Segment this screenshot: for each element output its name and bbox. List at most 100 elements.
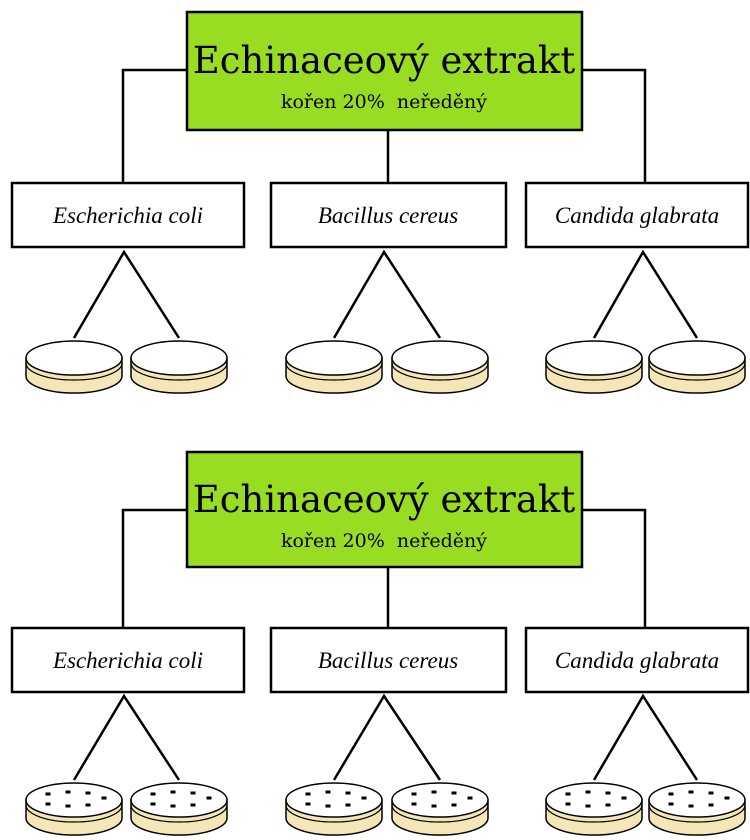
dish-well xyxy=(605,803,611,807)
dish-well xyxy=(190,791,196,795)
dish-rim xyxy=(391,362,489,381)
dish-well xyxy=(85,791,91,795)
diagram-top: Echinaceový extrakt kořen 20% neředěný E… xyxy=(10,10,750,394)
dish-rim xyxy=(285,362,383,381)
dish-group-bottom xyxy=(25,782,746,836)
dish-rim xyxy=(545,362,643,381)
dish-well xyxy=(361,796,367,800)
dish-well xyxy=(411,792,417,796)
dish-well xyxy=(688,790,694,794)
organism-label-bcereus: Bacillus cereus xyxy=(318,648,458,673)
petri-dish-with-wells xyxy=(130,782,228,836)
dish-lid xyxy=(648,340,746,376)
root-title: Echinaceový extrakt xyxy=(193,39,576,82)
dish-well xyxy=(451,803,457,807)
branch-bcereus xyxy=(332,693,442,781)
dish-well xyxy=(451,791,457,795)
root-box xyxy=(185,10,584,132)
petri-dish xyxy=(545,340,643,394)
dish-group-top xyxy=(25,340,746,394)
root-title: Echinaceový extrakt xyxy=(193,478,576,521)
dish-lid xyxy=(25,340,123,376)
dish-well xyxy=(150,792,156,796)
dish-lid xyxy=(130,340,228,376)
dish-lid xyxy=(130,782,228,818)
dish-lid xyxy=(391,782,489,818)
root-box xyxy=(185,450,584,569)
dish-well xyxy=(325,804,331,808)
dish-well xyxy=(621,796,627,800)
dish-well xyxy=(45,802,51,806)
dish-well xyxy=(688,804,694,808)
organism-label-cglabrata: Candida glabrata xyxy=(555,648,719,673)
petri-dish xyxy=(285,340,383,394)
organism-box-bcereus xyxy=(269,626,508,694)
organism-box-cglabrata xyxy=(524,626,750,694)
branch-ecoli xyxy=(72,249,181,339)
branch-cglabrata xyxy=(592,249,699,339)
dish-lid xyxy=(545,782,643,818)
petri-dish xyxy=(391,340,489,394)
dish-rim xyxy=(648,804,746,823)
dish-lid xyxy=(285,782,383,818)
dish-well xyxy=(605,791,611,795)
organism-label-bcereus: Bacillus cereus xyxy=(318,203,458,228)
dish-well xyxy=(206,796,212,800)
dish-well xyxy=(150,802,156,806)
dish-rim xyxy=(25,804,123,823)
branch-bcereus xyxy=(332,249,442,339)
dish-well xyxy=(431,804,437,808)
branch-cglabrata xyxy=(592,693,699,781)
dish-well xyxy=(345,791,351,795)
dish-lid xyxy=(391,340,489,376)
root-subtitle: kořen 20% neředěný xyxy=(281,91,487,113)
dish-well xyxy=(565,792,571,796)
branch-ecoli xyxy=(72,693,181,781)
dish-rim xyxy=(130,804,228,823)
petri-dish xyxy=(130,340,228,394)
dish-rim xyxy=(648,362,746,381)
petri-dish-with-wells xyxy=(648,782,746,836)
dish-well xyxy=(65,790,71,794)
dish-well xyxy=(565,802,571,806)
connector-root-to-left xyxy=(121,68,187,183)
root-subtitle: kořen 20% neředěný xyxy=(281,530,487,552)
dish-lid xyxy=(648,782,746,818)
organism-box-ecoli xyxy=(10,626,246,694)
diagram-bottom: Echinaceový extrakt kořen 20% neředěný E… xyxy=(10,450,750,836)
connector-root-to-right xyxy=(582,508,647,628)
dish-well xyxy=(45,792,51,796)
dish-rim xyxy=(391,804,489,823)
dish-rim xyxy=(130,362,228,381)
dish-well xyxy=(65,804,71,808)
organism-box-cglabrata xyxy=(524,181,750,249)
dish-lid xyxy=(545,340,643,376)
connector-root-to-left xyxy=(121,508,187,628)
petri-dish xyxy=(25,340,123,394)
dish-well xyxy=(668,802,674,806)
dish-rim xyxy=(545,804,643,823)
organism-label-cglabrata: Candida glabrata xyxy=(555,203,719,228)
dish-well xyxy=(708,791,714,795)
connector-root-to-right xyxy=(582,68,647,183)
petri-dish-with-wells xyxy=(391,782,489,836)
dish-well xyxy=(668,792,674,796)
dish-well xyxy=(411,802,417,806)
dish-well xyxy=(585,804,591,808)
organism-label-ecoli: Escherichia coli xyxy=(52,648,203,673)
petri-dish-with-wells xyxy=(545,782,643,836)
dish-lid xyxy=(25,782,123,818)
dish-well xyxy=(467,796,473,800)
dish-well xyxy=(190,803,196,807)
dish-well xyxy=(305,802,311,806)
dish-well xyxy=(170,804,176,808)
dish-well xyxy=(325,790,331,794)
dish-well xyxy=(585,790,591,794)
organism-box-bcereus xyxy=(269,181,508,249)
dish-well xyxy=(305,792,311,796)
dish-well xyxy=(345,803,351,807)
dish-rim xyxy=(285,804,383,823)
organism-label-ecoli: Escherichia coli xyxy=(52,203,203,228)
petri-dish xyxy=(648,340,746,394)
